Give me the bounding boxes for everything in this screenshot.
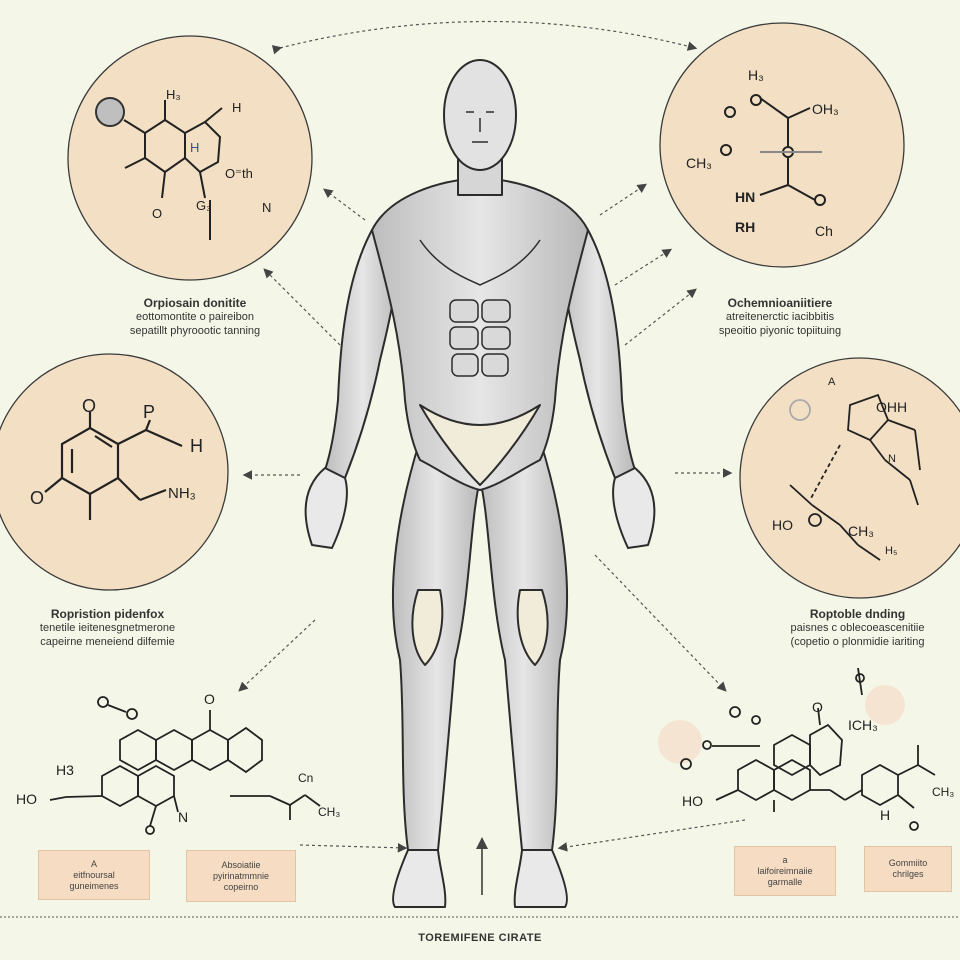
molecule-3 (44, 412, 183, 520)
caption-top-left-line1: Orpiosain donitite (143, 296, 247, 310)
label-b2-o: O (812, 699, 823, 715)
label-c3-nh: NH₃ (168, 485, 196, 502)
label-c1-g: G₃ (196, 198, 211, 213)
label-c1-h3: H₃ (166, 87, 181, 102)
label-c2-h3: H₃ (748, 67, 764, 83)
molecule-2 (720, 94, 826, 206)
label-c1-h2: H (232, 100, 241, 115)
label-box-4-line2: chrilges (892, 869, 924, 879)
label-b1-o: O (204, 691, 215, 707)
caption-top-right-line1: Ochemnioaniitiere (727, 296, 833, 310)
caption-top-left: Orpiosain donitite eottomontite o pairei… (85, 296, 305, 338)
label-box-2-line3: copeirno (223, 881, 259, 892)
label-c1-o: O (152, 206, 162, 221)
label-c2-ch2: Ch (815, 223, 833, 239)
molecule-circle-mid-right (739, 357, 960, 599)
label-c3-o2: O (30, 488, 44, 508)
label-b2-ich: ICH₃ (848, 717, 878, 733)
label-c3-h: H (190, 436, 203, 456)
label-c2-oh: OH₃ (812, 101, 839, 117)
label-c2-ch: CH₃ (686, 155, 712, 171)
label-c1-oeth: O⁼th (225, 166, 253, 181)
label-b2-ho: HO (682, 793, 703, 809)
label-box-4-line1: Gommiito (888, 858, 928, 868)
label-box-1-line3: guneimenes (69, 880, 119, 891)
label-box-4: Gommiito chrilges (864, 846, 952, 892)
label-box-3-line2: laifoireimnaiie (757, 865, 813, 876)
label-c4-ohh: OHH (876, 399, 907, 415)
label-c4-ch: CH₃ (848, 523, 874, 539)
caption-mid-right-line2: paisnes c oblecoeascenitiie (790, 622, 925, 634)
molecule-bottom-right (658, 667, 936, 831)
label-c1-n: N (262, 200, 271, 215)
label-c4-n: N (888, 453, 896, 465)
label-c4-a: A (828, 376, 836, 388)
caption-top-left-line2: eottomontite o paireibon (135, 311, 255, 323)
molecule-4 (789, 393, 921, 561)
label-c2-hn: HN (735, 189, 755, 205)
label-b1-ch: CH₃ (318, 805, 340, 819)
label-c3-p: P (143, 402, 155, 422)
label-b2-ch: CH₃ (932, 785, 954, 799)
diagram-title: TOREMIFENE CIRATE (418, 932, 542, 944)
label-c3-o: O (82, 396, 96, 416)
caption-mid-right-line3: (copetio o plonmidie iariting (790, 636, 925, 648)
connector-arrows (238, 20, 746, 853)
label-box-3: a laifoireimnaiie garmalle (734, 846, 836, 896)
label-c2-rh: RH (735, 219, 755, 235)
molecule-1 (95, 97, 223, 240)
caption-mid-left-line1: Ropristion pidenfox (50, 607, 165, 621)
caption-top-right: Ochemnioaniitiere atreitenerctic iacibbi… (660, 296, 900, 338)
label-box-3-line3: garmalle (767, 876, 803, 887)
caption-mid-left-line2: tenetile ieitenesgnetmerone (39, 622, 176, 634)
caption-top-left-line3: sepatillt phyroootic tanning (129, 325, 261, 337)
molecule-circle-top-right (659, 22, 905, 268)
label-b1-ho: HO (16, 791, 37, 807)
label-b1-cn: Cn (298, 771, 313, 785)
label-c4-h5: H₅ (885, 545, 897, 557)
label-box-3-line1: a (782, 854, 788, 865)
label-b1-h3: H3 (56, 762, 74, 778)
caption-mid-left-line3: capeirne meneiend dilfemie (40, 636, 175, 648)
molecule-circle-top-left (67, 35, 313, 281)
label-box-2: Absoiatiie pyirinatmmnie copeirno (186, 850, 296, 902)
caption-mid-right: Roptoble dnding paisnes c oblecoeascenit… (755, 607, 960, 649)
label-c4-ho: HO (772, 517, 793, 533)
label-box-2-line2: pyirinatmmnie (212, 870, 270, 881)
label-c1-h: H (190, 140, 199, 155)
label-b1-n: N (178, 809, 188, 825)
caption-mid-right-line1: Roptoble dnding (809, 607, 906, 621)
human-muscle-figure (304, 59, 656, 908)
label-b2-h: H (880, 807, 890, 823)
label-box-1: A eitfnoursal guneimenes (38, 850, 150, 900)
label-box-1-line2: eitfnoursal (73, 869, 115, 880)
label-box-1-line1: A (90, 858, 97, 869)
molecule-circle-mid-left (0, 353, 229, 591)
molecule-bottom-left (49, 696, 321, 835)
label-box-2-line1: Absoiatiie (221, 859, 261, 870)
caption-mid-left: Ropristion pidenfox tenetile ieitenesgne… (0, 607, 215, 649)
caption-top-right-line2: atreitenerctic iacibbitis (725, 311, 835, 323)
caption-top-right-line3: speoitio piyonic topiituing (718, 325, 842, 337)
